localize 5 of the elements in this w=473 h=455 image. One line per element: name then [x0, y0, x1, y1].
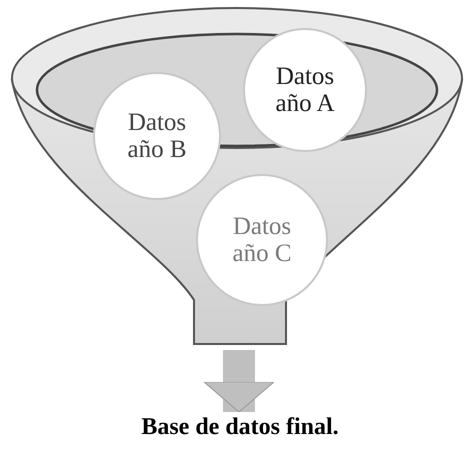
down-arrow [204, 350, 274, 412]
result-label: Base de datos final. [95, 414, 385, 448]
circle-label: Datos año B [126, 108, 188, 164]
circle-label: Datos año C [231, 212, 293, 268]
circle-label: Datos año A [274, 62, 336, 118]
